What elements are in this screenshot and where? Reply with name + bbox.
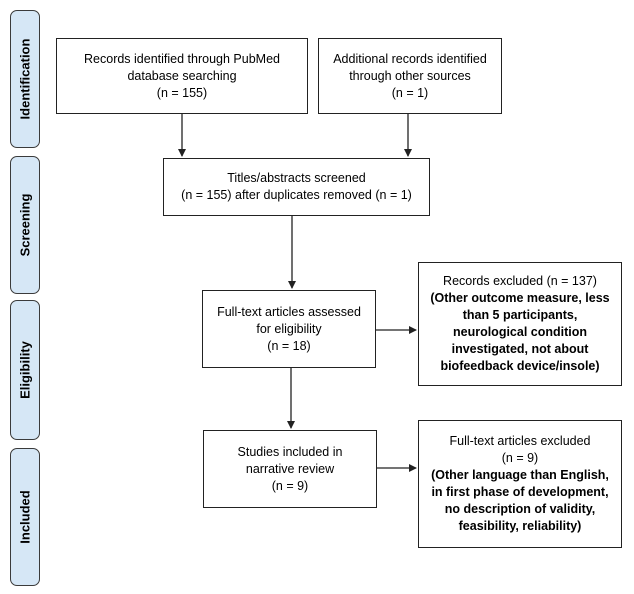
box-line: through other sources <box>349 68 471 83</box>
box-studies-included: Studies included in narrative review (n … <box>203 430 377 508</box>
phase-identification: Identification <box>10 10 40 148</box>
box-line: Records identified through PubMed <box>84 51 280 66</box>
box-line: (Other language than English, <box>431 468 609 482</box>
box-line: than 5 participants, <box>462 308 578 322</box>
box-line: no description of validity, <box>444 502 596 516</box>
phase-included: Included <box>10 448 40 586</box>
box-line: Full-text articles assessed <box>217 304 361 319</box>
box-fulltext-assessed: Full-text articles assessed for eligibil… <box>202 290 376 368</box>
box-records-excluded: Records excluded (n = 137) (Other outcom… <box>418 262 622 386</box>
box-line: (n = 18) <box>267 338 311 353</box>
box-other-sources: Additional records identified through ot… <box>318 38 502 114</box>
box-line: investigated, not about <box>451 342 589 356</box>
box-line: neurological condition <box>452 325 588 339</box>
box-line: biofeedback device/insole) <box>440 359 600 373</box>
box-line: in first phase of development, <box>431 485 609 499</box>
box-line: (n = 1) <box>391 85 429 100</box>
box-line: Full-text articles excluded <box>449 434 591 448</box>
box-line: Titles/abstracts screened <box>227 171 366 185</box>
box-fulltext-excluded: Full-text articles excluded (n = 9) (Oth… <box>418 420 622 548</box>
box-line: narrative review <box>245 461 335 476</box>
box-screened: Titles/abstracts screened (n = 155) afte… <box>163 158 430 216</box>
phase-eligibility: Eligibility <box>10 300 40 440</box>
box-line: (n = 155) after duplicates removed (n = … <box>181 188 412 202</box>
box-line: database searching <box>127 68 237 83</box>
box-line: (n = 9) <box>271 478 309 493</box>
box-line: feasibility, reliability) <box>458 519 582 533</box>
box-pubmed-records: Records identified through PubMed databa… <box>56 38 308 114</box>
box-line: for eligibility <box>256 321 322 336</box>
box-line: Additional records identified <box>333 51 487 66</box>
box-line: (n = 155) <box>156 85 208 100</box>
box-line: (Other outcome measure, less <box>430 291 610 305</box>
phase-screening: Screening <box>10 156 40 294</box>
box-line: (n = 9) <box>501 451 539 465</box>
box-line: Records excluded (n = 137) <box>443 274 597 288</box>
box-line: Studies included in <box>237 444 343 459</box>
